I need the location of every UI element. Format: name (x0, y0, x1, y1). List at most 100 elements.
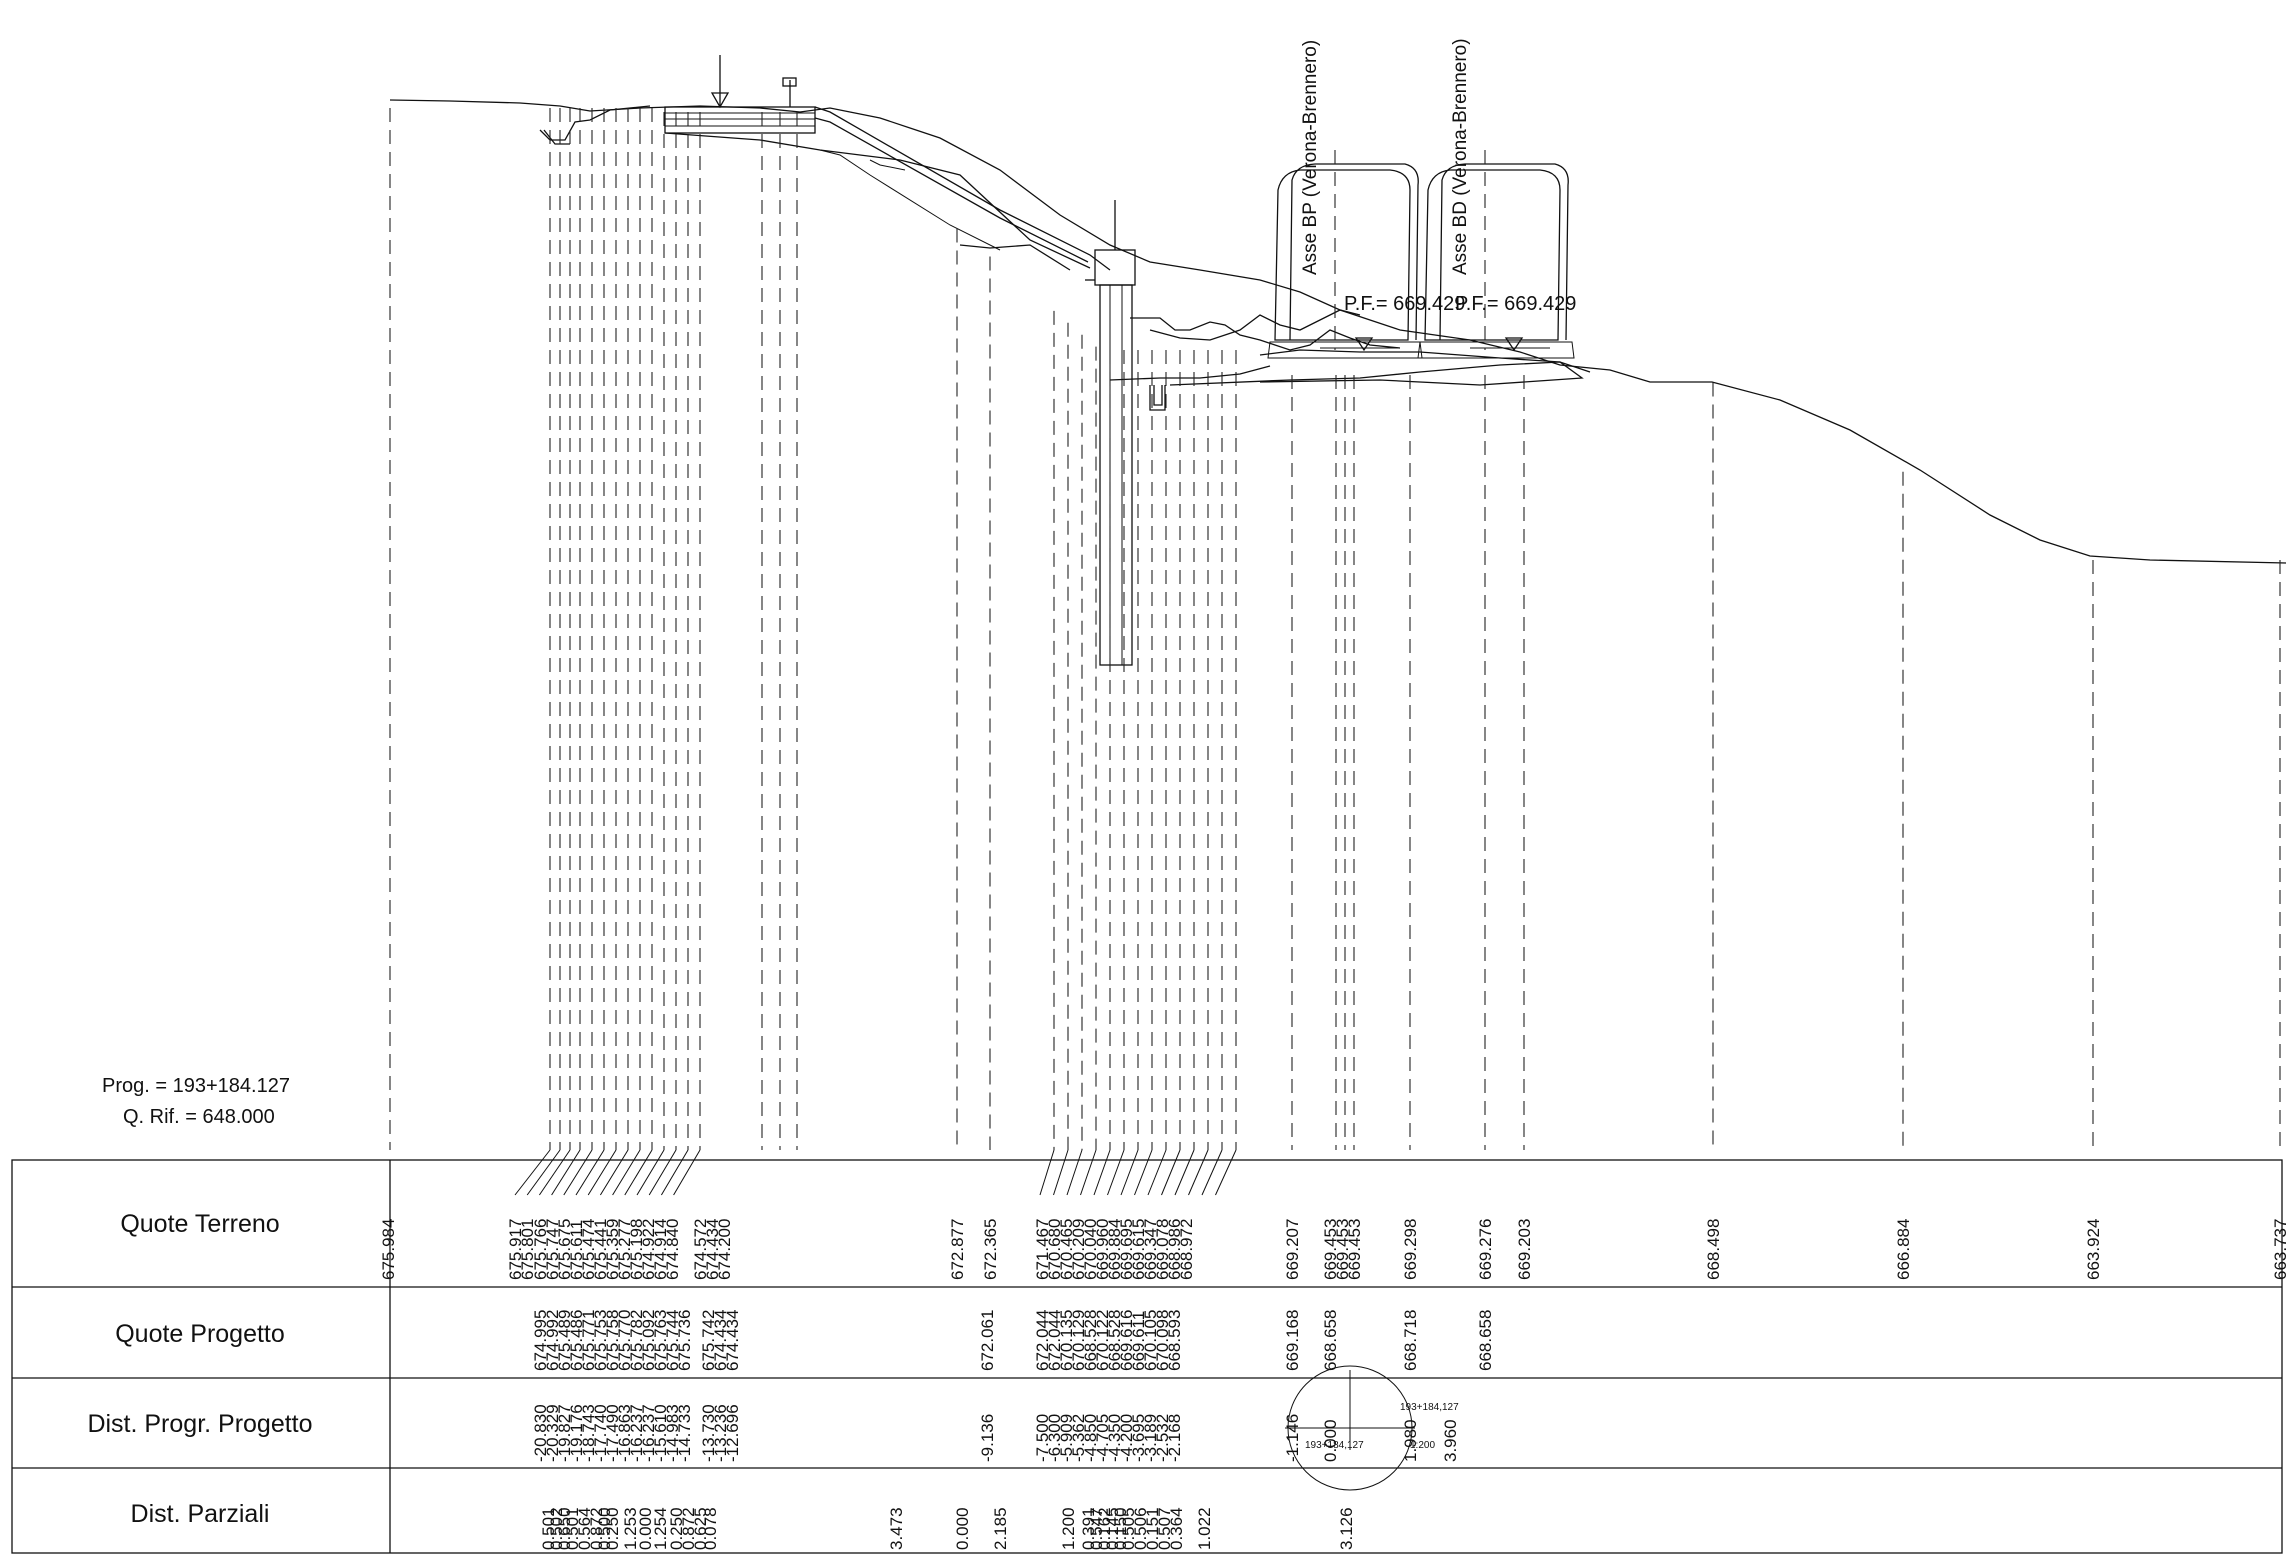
leader-line (563, 1149, 593, 1196)
quote-terreno-value: 675.984 (379, 1219, 398, 1280)
dist-parziali-value: 0.872 (679, 1507, 698, 1550)
leader-line (1215, 1149, 1237, 1196)
upper-platform (539, 55, 816, 145)
pf-marker-bd (1504, 337, 1524, 352)
dist-progr-value: -5.362 (1069, 1414, 1088, 1462)
quote-progetto-value: 672.044 (1045, 1310, 1064, 1371)
drainage-and-ballast (1109, 309, 1591, 411)
quote-progetto-value: 668.658 (1321, 1310, 1340, 1371)
leader-line (1188, 1149, 1209, 1196)
quote-terreno-value: 669.615 (1129, 1219, 1148, 1280)
leader-line (1107, 1149, 1125, 1196)
dist-parziali-value: 0.151 (1143, 1507, 1162, 1550)
quote-terreno-value: 675.675 (555, 1219, 574, 1280)
leader-line (1080, 1149, 1097, 1196)
leader-line (587, 1149, 617, 1196)
dist-progr-value: -4.200 (1117, 1414, 1136, 1462)
dist-progr-value: -16.237 (627, 1404, 646, 1462)
quote-progetto-value: 674.434 (711, 1310, 730, 1371)
quote-terreno-value: 663.737 (2271, 1219, 2288, 1280)
quote-progetto-value: 670.122 (1093, 1310, 1112, 1371)
quote-progetto-value: 675.489 (555, 1310, 574, 1371)
quote-progetto-value: 674.995 (531, 1310, 550, 1371)
quote-progetto-value: 675.763 (651, 1310, 670, 1371)
row-label-quote-terreno: Quote Terreno (120, 1210, 279, 1238)
dist-progr-value: -3.695 (1129, 1414, 1148, 1462)
leader-line (599, 1149, 629, 1196)
dist-progr-value: -19.176 (567, 1404, 586, 1462)
quote-terreno-value: 675.198 (627, 1219, 646, 1280)
quote-terreno-value: 675.277 (615, 1219, 634, 1280)
dist-parziali-value: 3.473 (887, 1507, 906, 1550)
quote-progetto-value: 670.129 (1069, 1310, 1088, 1371)
dist-progr-value: -13.730 (699, 1404, 718, 1462)
leader-line (1201, 1149, 1223, 1196)
quote-terreno-value: 674.922 (639, 1219, 658, 1280)
dist-parziali-value: 0.150 (1111, 1507, 1130, 1550)
leader-line (1174, 1149, 1195, 1196)
dist-progr-value: -9.136 (978, 1414, 997, 1462)
dist-parziali-value: 0.000 (953, 1507, 972, 1550)
quote-progetto-value: 669.168 (1283, 1310, 1302, 1371)
dist-parziali-value: 0.391 (1079, 1507, 1098, 1550)
quote-progetto-value: 675.758 (603, 1310, 622, 1371)
dist-progr-value: -3.189 (1141, 1414, 1160, 1462)
quote-progetto-value: 670.105 (1141, 1310, 1160, 1371)
leader-line (1120, 1149, 1139, 1196)
dist-parziali-value: 3.126 (1337, 1507, 1356, 1550)
leader-line (673, 1149, 701, 1196)
dist-progr-value: -5.909 (1057, 1414, 1076, 1462)
dist-parziali-value: 0.501 (563, 1507, 582, 1550)
reference-elevation-label: Q. Rif. = 648.000 (123, 1106, 275, 1128)
quote-progetto-value: 669.616 (1117, 1310, 1136, 1371)
quote-terreno-value: 675.359 (603, 1219, 622, 1280)
leader-line (1039, 1149, 1055, 1196)
leader-line (648, 1149, 677, 1196)
dist-progr-value: -4.850 (1081, 1414, 1100, 1462)
quote-terreno-value: 669.453 (1333, 1219, 1352, 1280)
axis-label-bp: Asse BP (Verona-Brennero) (1300, 40, 1321, 275)
quote-terreno-value: 668.986 (1165, 1219, 1184, 1280)
dist-parziali-value: 0.501 (539, 1507, 558, 1550)
retaining-pile (1085, 200, 1136, 666)
dist-progr-value: -16.237 (639, 1404, 658, 1462)
dist-parziali-value: 1.200 (1059, 1507, 1078, 1550)
quote-terreno-value: 668.498 (1704, 1219, 1723, 1280)
dist-progr-value: -17.740 (591, 1404, 610, 1462)
dist-progr-value: 0.000 (1321, 1419, 1340, 1462)
gauge-outline-bp (1267, 163, 1423, 359)
leader-line (1066, 1149, 1083, 1196)
quote-progetto-value: 675.486 (567, 1310, 586, 1371)
quote-terreno-value: 675.747 (543, 1219, 562, 1280)
quote-terreno-value: 675.474 (579, 1219, 598, 1280)
dist-progr-value: -6.300 (1045, 1414, 1064, 1462)
pf-marker-bp (1354, 337, 1374, 352)
leader-line (1147, 1149, 1167, 1196)
quote-progetto-value: 669.611 (1129, 1311, 1148, 1371)
dist-parziali-value: 0.000 (636, 1507, 655, 1550)
quote-terreno-value: 669.960 (1093, 1219, 1112, 1280)
dist-parziali-value: 0.250 (603, 1507, 622, 1550)
dist-parziali-value: 0.547 (1087, 1507, 1106, 1550)
quote-terreno-value: 670.040 (1081, 1219, 1100, 1280)
quote-terreno-value: 669.298 (1401, 1219, 1420, 1280)
quote-terreno-value: 674.572 (691, 1219, 710, 1280)
dist-parziali-value: 0.650 (555, 1507, 574, 1550)
quote-terreno-value: 670.465 (1057, 1219, 1076, 1280)
quote-terreno-value: 668.972 (1177, 1219, 1196, 1280)
leader-line (526, 1149, 561, 1196)
dist-parziali-value: 1.022 (1195, 1507, 1214, 1550)
quote-progetto-value: 672.044 (1033, 1310, 1052, 1371)
svg-text:193+184,127: 193+184,127 (1305, 1440, 1364, 1451)
dist-progr-value: -18.743 (579, 1404, 598, 1462)
quote-progetto-value: 675.771 (579, 1310, 598, 1371)
quote-terreno-value: 663.924 (2084, 1219, 2103, 1280)
quote-terreno-value: 674.200 (715, 1219, 734, 1280)
dist-parziali-value: 0.507 (1155, 1507, 1174, 1550)
row-label-quote-progetto: Quote Progetto (115, 1320, 285, 1348)
dist-progr-value: -19.827 (555, 1404, 574, 1462)
dist-progr-value: -7.500 (1033, 1414, 1052, 1462)
quote-progetto-value: 675.736 (675, 1310, 694, 1371)
